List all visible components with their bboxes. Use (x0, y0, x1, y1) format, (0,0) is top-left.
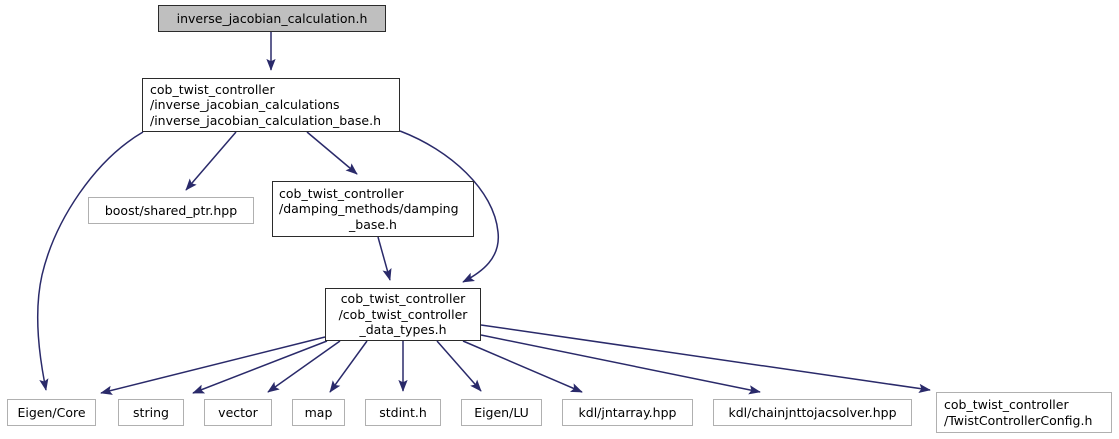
node-damping-base-h[interactable]: cob_twist_controller/damping_methods/dam… (272, 181, 474, 237)
node-label: map (304, 404, 333, 420)
node-label: boost/shared_ptr.hpp (104, 202, 238, 218)
node-kdl-chainjnttojacsolver-hpp[interactable]: kdl/chainjnttojacsolver.hpp (713, 399, 912, 426)
edge-data-types-to-vector (267, 340, 341, 393)
node-stdint-h[interactable]: stdint.h (365, 399, 441, 426)
node-label: inverse_jacobian_calculation.h (176, 10, 368, 26)
edge-data-types-to-eigen-lu (436, 340, 482, 392)
node-boost-shared-ptr-hpp[interactable]: boost/shared_ptr.hpp (88, 197, 254, 224)
node-label: cob_twist_controller/damping_methods/dam… (279, 185, 459, 232)
node-label: string (133, 404, 169, 420)
node-twist-controller-config-h[interactable]: cob_twist_controller/TwistControllerConf… (936, 392, 1112, 433)
node-label: Eigen/LU (474, 404, 529, 420)
edge-ijc-base-to-boost-shared-ptr (185, 131, 237, 191)
edge-ijc-base-to-damping-base (306, 131, 358, 175)
edge-ijc-base-to-eigen-core (36, 131, 144, 391)
edge-damping-base-to-data-types (377, 236, 392, 281)
edge-data-types-to-eigen-core (100, 336, 326, 395)
node-label: stdint.h (379, 404, 427, 420)
edge-data-types-to-twist-controller-config (480, 324, 931, 394)
node-inverse-jacobian-calculation-h[interactable]: inverse_jacobian_calculation.h (158, 5, 386, 32)
node-label: vector (218, 404, 258, 420)
node-label: cob_twist_controller/TwistControllerConf… (944, 397, 1093, 428)
node-string[interactable]: string (118, 399, 184, 426)
node-eigen-core[interactable]: Eigen/Core (7, 399, 96, 426)
node-cob-twist-controller-data-types-h[interactable]: cob_twist_controller/cob_twist_controlle… (325, 288, 481, 341)
node-label: kdl/chainjnttojacsolver.hpp (728, 404, 897, 420)
node-eigen-lu[interactable]: Eigen/LU (461, 399, 542, 426)
edge-data-types-to-map (329, 340, 368, 393)
node-inverse-jacobian-calculation-base-h[interactable]: cob_twist_controller/inverse_jacobian_ca… (142, 78, 400, 132)
node-label: Eigen/Core (17, 404, 86, 420)
edge-data-types-to-string (192, 340, 328, 394)
node-kdl-jntarray-hpp[interactable]: kdl/jntarray.hpp (562, 399, 693, 426)
node-label: kdl/jntarray.hpp (578, 404, 677, 420)
node-map[interactable]: map (292, 399, 345, 426)
edge-ijc-base-to-data-types (399, 130, 499, 283)
node-vector[interactable]: vector (204, 399, 272, 426)
edge-data-types-to-kdl-chainjnttojacsolver (480, 334, 761, 395)
node-label: cob_twist_controller/cob_twist_controlle… (338, 291, 468, 338)
node-label: cob_twist_controller/inverse_jacobian_ca… (150, 81, 381, 128)
edge-data-types-to-kdl-jntarray (462, 340, 583, 393)
